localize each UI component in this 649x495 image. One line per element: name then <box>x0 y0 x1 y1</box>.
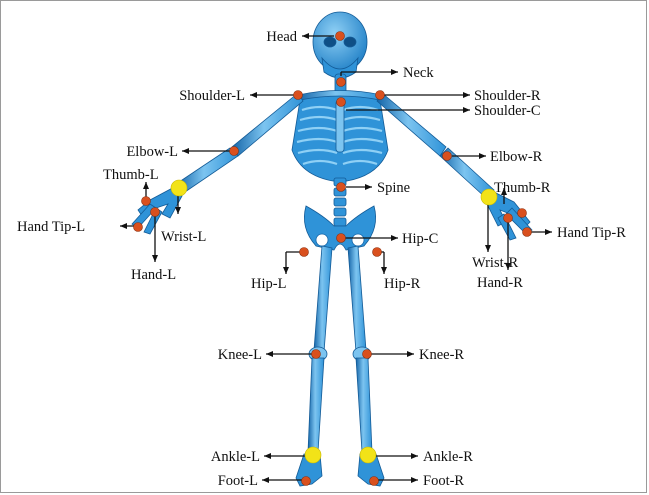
label-shoulder-r: Shoulder-R <box>474 88 541 104</box>
label-hand-r: Hand-R <box>477 275 523 291</box>
label-knee-r: Knee-R <box>419 347 464 363</box>
sternum <box>336 100 344 152</box>
label-foot-l: Foot-L <box>218 473 258 489</box>
label-hand-l: Hand-L <box>131 267 176 283</box>
joint-hip-l <box>300 248 309 257</box>
joint-hand-l <box>151 208 160 217</box>
label-shoulder-c: Shoulder-C <box>474 103 541 119</box>
joint-head <box>336 32 345 41</box>
label-neck: Neck <box>403 65 434 81</box>
label-elbow-l: Elbow-L <box>126 144 178 160</box>
label-foot-r: Foot-R <box>423 473 464 489</box>
joint-hand-tip-l <box>134 223 143 232</box>
joint-foot-l <box>302 477 311 486</box>
joint-hand-r <box>504 214 513 223</box>
joint-neck <box>337 78 346 87</box>
joint-wrist-l <box>171 180 187 196</box>
joint-hand-tip-r <box>523 228 532 237</box>
label-wrist-r: Wrist-R <box>472 255 518 271</box>
label-elbow-r: Elbow-R <box>490 149 543 165</box>
joint-elbow-r <box>443 152 452 161</box>
label-head: Head <box>266 29 297 45</box>
label-knee-l: Knee-L <box>218 347 262 363</box>
label-spine: Spine <box>377 180 410 196</box>
joint-spine <box>337 183 346 192</box>
label-hip-r: Hip-R <box>384 276 421 292</box>
joint-shoulder-r <box>376 91 385 100</box>
joint-shoulder-l <box>294 91 303 100</box>
label-hand-tip-r: Hand Tip-R <box>557 225 626 241</box>
joint-ankle-r <box>360 447 376 463</box>
femur-r <box>348 246 366 352</box>
tibia-l <box>308 358 324 452</box>
joint-hip-c <box>337 234 346 243</box>
label-hip-c: Hip-C <box>402 231 438 247</box>
joint-elbow-l <box>230 147 239 156</box>
joint-hip-r <box>373 248 382 257</box>
joint-ankle-l <box>305 447 321 463</box>
skull <box>313 12 367 72</box>
joint-thumb-l <box>142 197 151 206</box>
label-thumb-r: Thumb-R <box>494 180 551 196</box>
skeleton-body <box>132 12 532 486</box>
label-hip-l: Hip-L <box>251 276 286 292</box>
joint-shoulder-c <box>337 98 346 107</box>
label-thumb-l: Thumb-L <box>103 167 159 183</box>
joint-knee-r <box>363 350 372 359</box>
label-ankle-r: Ankle-R <box>423 449 473 465</box>
label-hand-tip-l: Hand Tip-L <box>17 219 85 235</box>
joint-thumb-r <box>518 209 527 218</box>
label-ankle-l: Ankle-L <box>211 449 260 465</box>
tibia-r <box>356 358 372 452</box>
joint-foot-r <box>370 477 379 486</box>
label-shoulder-l: Shoulder-L <box>179 88 245 104</box>
joint-knee-l <box>312 350 321 359</box>
femur-l <box>314 246 332 352</box>
label-wrist-l: Wrist-L <box>161 229 206 245</box>
